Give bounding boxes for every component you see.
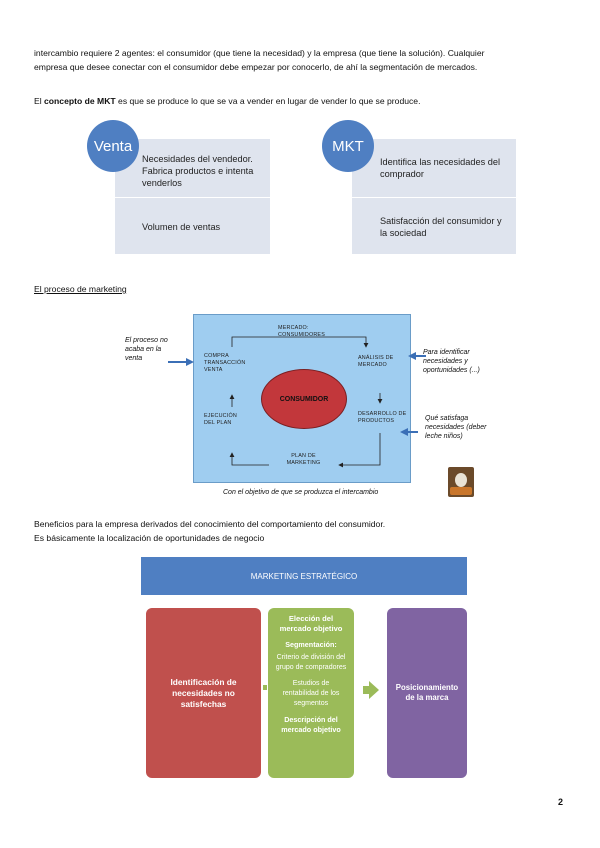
concept-bold: concepto de MKT bbox=[44, 96, 116, 106]
card-identificacion: Identificación de necesidades no satisfe… bbox=[146, 608, 261, 778]
arrow-2-shaft bbox=[363, 686, 370, 694]
process-cycle-arrows bbox=[229, 336, 383, 468]
mkt-divider bbox=[352, 197, 516, 198]
arrow-1-shaft bbox=[263, 685, 267, 690]
note-right-2-arrow bbox=[400, 428, 418, 436]
note-left-arrow bbox=[168, 358, 194, 366]
card-eleccion-c1: Criterio de división del grupo de compra… bbox=[275, 654, 347, 671]
card-eleccion-seg: Segmentación: bbox=[285, 640, 337, 649]
node-mercado: MERCADO: CONSUMIDORES bbox=[278, 325, 326, 338]
note-bottom: Con el objetivo de que se produzca el in… bbox=[223, 489, 379, 496]
benefits-line-2: Es básicamente la localización de oportu… bbox=[34, 533, 265, 543]
venta-divider bbox=[115, 197, 270, 198]
card-eleccion: Elección del mercado objetivo Segmentaci… bbox=[268, 608, 354, 778]
card-identificacion-label: Identificación de necesidades no satisfe… bbox=[170, 676, 237, 709]
mkt-row-2: Satisfacción del consumidor y la socieda… bbox=[380, 216, 502, 238]
node-compra: COMPRA TRANSACCIÓN VENTA bbox=[204, 353, 246, 373]
process-title: El proceso de marketing bbox=[34, 284, 127, 294]
arrow-2-head bbox=[369, 681, 379, 699]
page-number: 2 bbox=[558, 797, 564, 807]
mkt-circle-label: MKT bbox=[332, 137, 364, 155]
note-right-1: Para identificar necesidades y oportunid… bbox=[423, 349, 480, 374]
strategy-banner-label: MARKETING ESTRATÉGICO bbox=[250, 571, 358, 581]
card-eleccion-desc: Descripción del mercado objetivo bbox=[281, 715, 341, 734]
benefits-line-1: Beneficios para la empresa derivados del… bbox=[34, 519, 386, 529]
card-eleccion-c2: Estudios de rentabilidad de los segmento… bbox=[282, 680, 340, 707]
mkt-box: Identifica las necesidades del comprador… bbox=[352, 139, 516, 254]
concept-sentence: El concepto de MKT es que se produce lo … bbox=[34, 94, 574, 108]
process-diagram: CONSUMIDOR MERCADO: CONSUMIDORES COMPRA … bbox=[193, 314, 411, 483]
intro-line-2: empresa que desee conectar con el consum… bbox=[34, 62, 478, 72]
node-plan: PLAN DE MARKETING bbox=[286, 453, 321, 466]
benefits-paragraph: Beneficios para la empresa derivados del… bbox=[34, 517, 574, 545]
photo-detail bbox=[450, 487, 472, 495]
mkt-circle: MKT bbox=[322, 120, 374, 172]
concept-prefix: El bbox=[34, 96, 45, 106]
node-analisis: ANÁLISIS DE MERCADO bbox=[358, 355, 394, 368]
venta-row-1: Necesidades del vendedor. Fabrica produc… bbox=[142, 154, 254, 188]
consumidor-label: CONSUMIDOR bbox=[279, 395, 329, 403]
note-right-2: Qué satisfaga necesidades (deber leche n… bbox=[425, 415, 487, 440]
intro-paragraph: intercambio requiere 2 agentes: el consu… bbox=[34, 46, 574, 74]
consumidor-node: CONSUMIDOR bbox=[261, 369, 347, 429]
arrow-1 bbox=[263, 683, 271, 692]
venta-row-2: Volumen de ventas bbox=[142, 222, 221, 232]
card-posicionamiento: Posicionamiento de la marca bbox=[387, 608, 467, 778]
concept-suffix: es que se produce lo que se va a vender … bbox=[115, 96, 421, 106]
note-right-1-arrow bbox=[408, 352, 426, 360]
strategy-banner: MARKETING ESTRATÉGICO bbox=[141, 557, 467, 595]
node-desarrollo: DESARROLLO DE PRODUCTOS bbox=[358, 411, 407, 424]
card-eleccion-title: Elección del mercado objetivo bbox=[279, 614, 343, 633]
venta-circle: Venta bbox=[87, 120, 139, 172]
venta-box: Necesidades del vendedor. Fabrica produc… bbox=[115, 139, 270, 254]
children-milk-photo bbox=[448, 467, 474, 497]
node-ejecucion: EJECUCIÓN DEL PLAN bbox=[204, 413, 237, 426]
venta-circle-label: Venta bbox=[93, 137, 133, 155]
card-posicionamiento-label: Posicionamiento de la marca bbox=[395, 683, 459, 702]
intro-line-1: intercambio requiere 2 agentes: el consu… bbox=[34, 48, 485, 58]
arrow-2 bbox=[363, 681, 379, 699]
mkt-row-1: Identifica las necesidades del comprador bbox=[380, 157, 501, 179]
note-left: El proceso no acaba en la venta bbox=[125, 337, 168, 362]
photo-highlight bbox=[455, 473, 467, 487]
